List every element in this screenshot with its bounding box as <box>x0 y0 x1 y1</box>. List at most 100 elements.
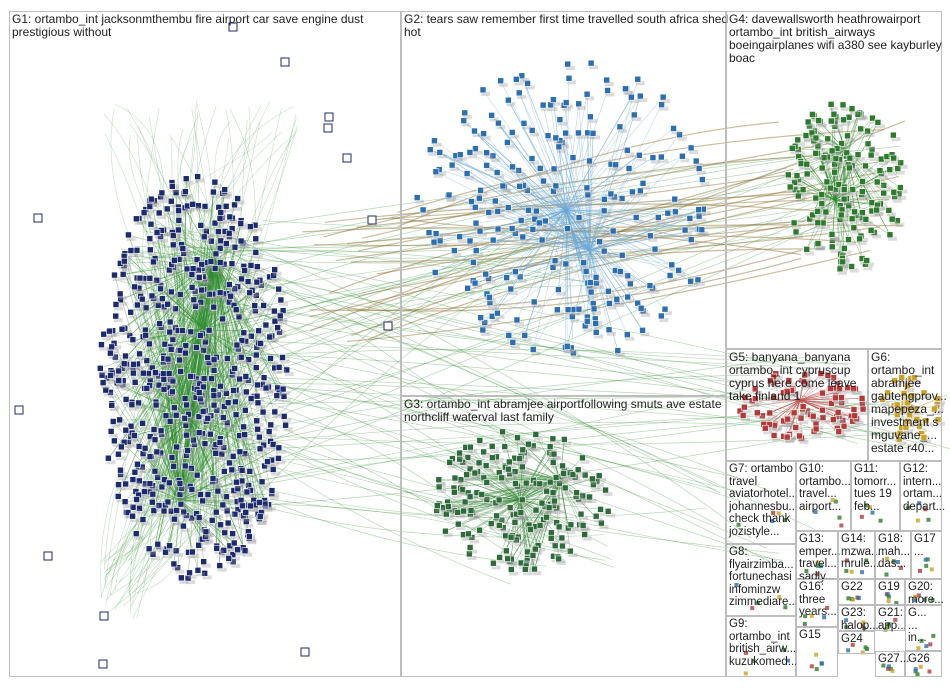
group-label-g18: G18: mah... das... <box>878 533 910 570</box>
edge <box>347 257 802 312</box>
edge <box>129 123 200 310</box>
node-shadow <box>227 238 237 243</box>
edge <box>214 252 256 261</box>
edge <box>179 178 187 501</box>
node-shadow <box>230 376 240 381</box>
edge <box>147 101 271 388</box>
node <box>208 237 215 245</box>
edge <box>367 225 788 340</box>
edge <box>191 104 214 356</box>
edge <box>229 250 592 502</box>
edge <box>237 244 557 518</box>
edge <box>189 289 205 421</box>
node <box>201 569 208 577</box>
edge <box>231 221 873 264</box>
node <box>245 356 252 363</box>
edge <box>238 433 883 445</box>
node <box>216 259 224 266</box>
node-shadow <box>153 260 163 265</box>
edge <box>214 259 225 407</box>
edge <box>110 468 236 562</box>
edge <box>214 259 261 344</box>
node <box>182 422 190 429</box>
node <box>150 507 158 514</box>
node-shadow <box>177 362 187 367</box>
edge <box>171 291 206 331</box>
node-shadow <box>169 459 179 464</box>
edge <box>205 396 576 504</box>
node-shadow <box>177 261 187 266</box>
node-shadow <box>204 540 214 545</box>
node <box>221 529 229 537</box>
edge <box>356 160 887 229</box>
edge <box>204 225 256 331</box>
node-shadow <box>242 455 252 460</box>
edge <box>179 470 243 501</box>
node-shadow <box>141 338 151 343</box>
edge <box>164 458 547 519</box>
node <box>164 498 172 506</box>
edge <box>167 259 216 305</box>
node <box>210 303 218 311</box>
group-label-g19: G19 <box>878 581 900 593</box>
node <box>115 450 122 458</box>
edge <box>204 329 233 376</box>
node-shadow <box>159 436 169 441</box>
edge <box>214 259 259 344</box>
edge <box>119 354 739 478</box>
edge <box>207 395 948 452</box>
edge <box>179 499 251 507</box>
node <box>136 505 143 512</box>
node-shadow <box>232 516 242 521</box>
edge <box>137 134 198 304</box>
node <box>163 205 171 213</box>
edge <box>179 499 249 532</box>
edge <box>179 294 191 421</box>
node-shadow <box>284 371 294 376</box>
edge <box>182 384 734 491</box>
node-shadow <box>143 485 153 490</box>
edge <box>189 419 244 428</box>
node <box>231 510 239 518</box>
cluster-g1 <box>96 173 294 585</box>
node-shadow <box>180 332 190 337</box>
edge <box>204 305 255 331</box>
node <box>162 412 170 420</box>
node-shadow <box>110 374 120 379</box>
node-shadow <box>209 380 219 385</box>
edge <box>179 480 216 501</box>
node-shadow <box>104 380 114 385</box>
node-shadow <box>201 563 211 568</box>
node-shadow <box>263 327 273 332</box>
group-label-g1: G1: ortambo_int jacksonmthembu fire airp… <box>12 12 364 39</box>
edge <box>397 121 779 228</box>
edge <box>179 342 205 501</box>
edge <box>170 349 181 501</box>
node-shadow <box>154 282 164 287</box>
edge <box>172 232 191 421</box>
edge <box>189 419 245 435</box>
edge <box>255 435 605 561</box>
node-shadow <box>230 230 240 235</box>
edge <box>214 259 255 501</box>
node <box>168 288 175 296</box>
edge <box>104 460 146 579</box>
node-shadow <box>164 551 174 556</box>
edge <box>190 259 216 332</box>
edge <box>198 212 543 504</box>
node <box>177 368 184 375</box>
edge <box>179 321 276 501</box>
node-shadow <box>248 492 258 497</box>
edge <box>179 469 274 501</box>
node-shadow <box>186 580 196 585</box>
edge <box>172 232 191 421</box>
edge <box>130 250 206 331</box>
edge <box>309 168 794 332</box>
edge <box>314 218 857 247</box>
node <box>193 256 201 264</box>
node <box>260 302 267 309</box>
node-shadow <box>234 392 244 397</box>
node-shadow <box>256 344 266 349</box>
edge <box>109 442 255 596</box>
